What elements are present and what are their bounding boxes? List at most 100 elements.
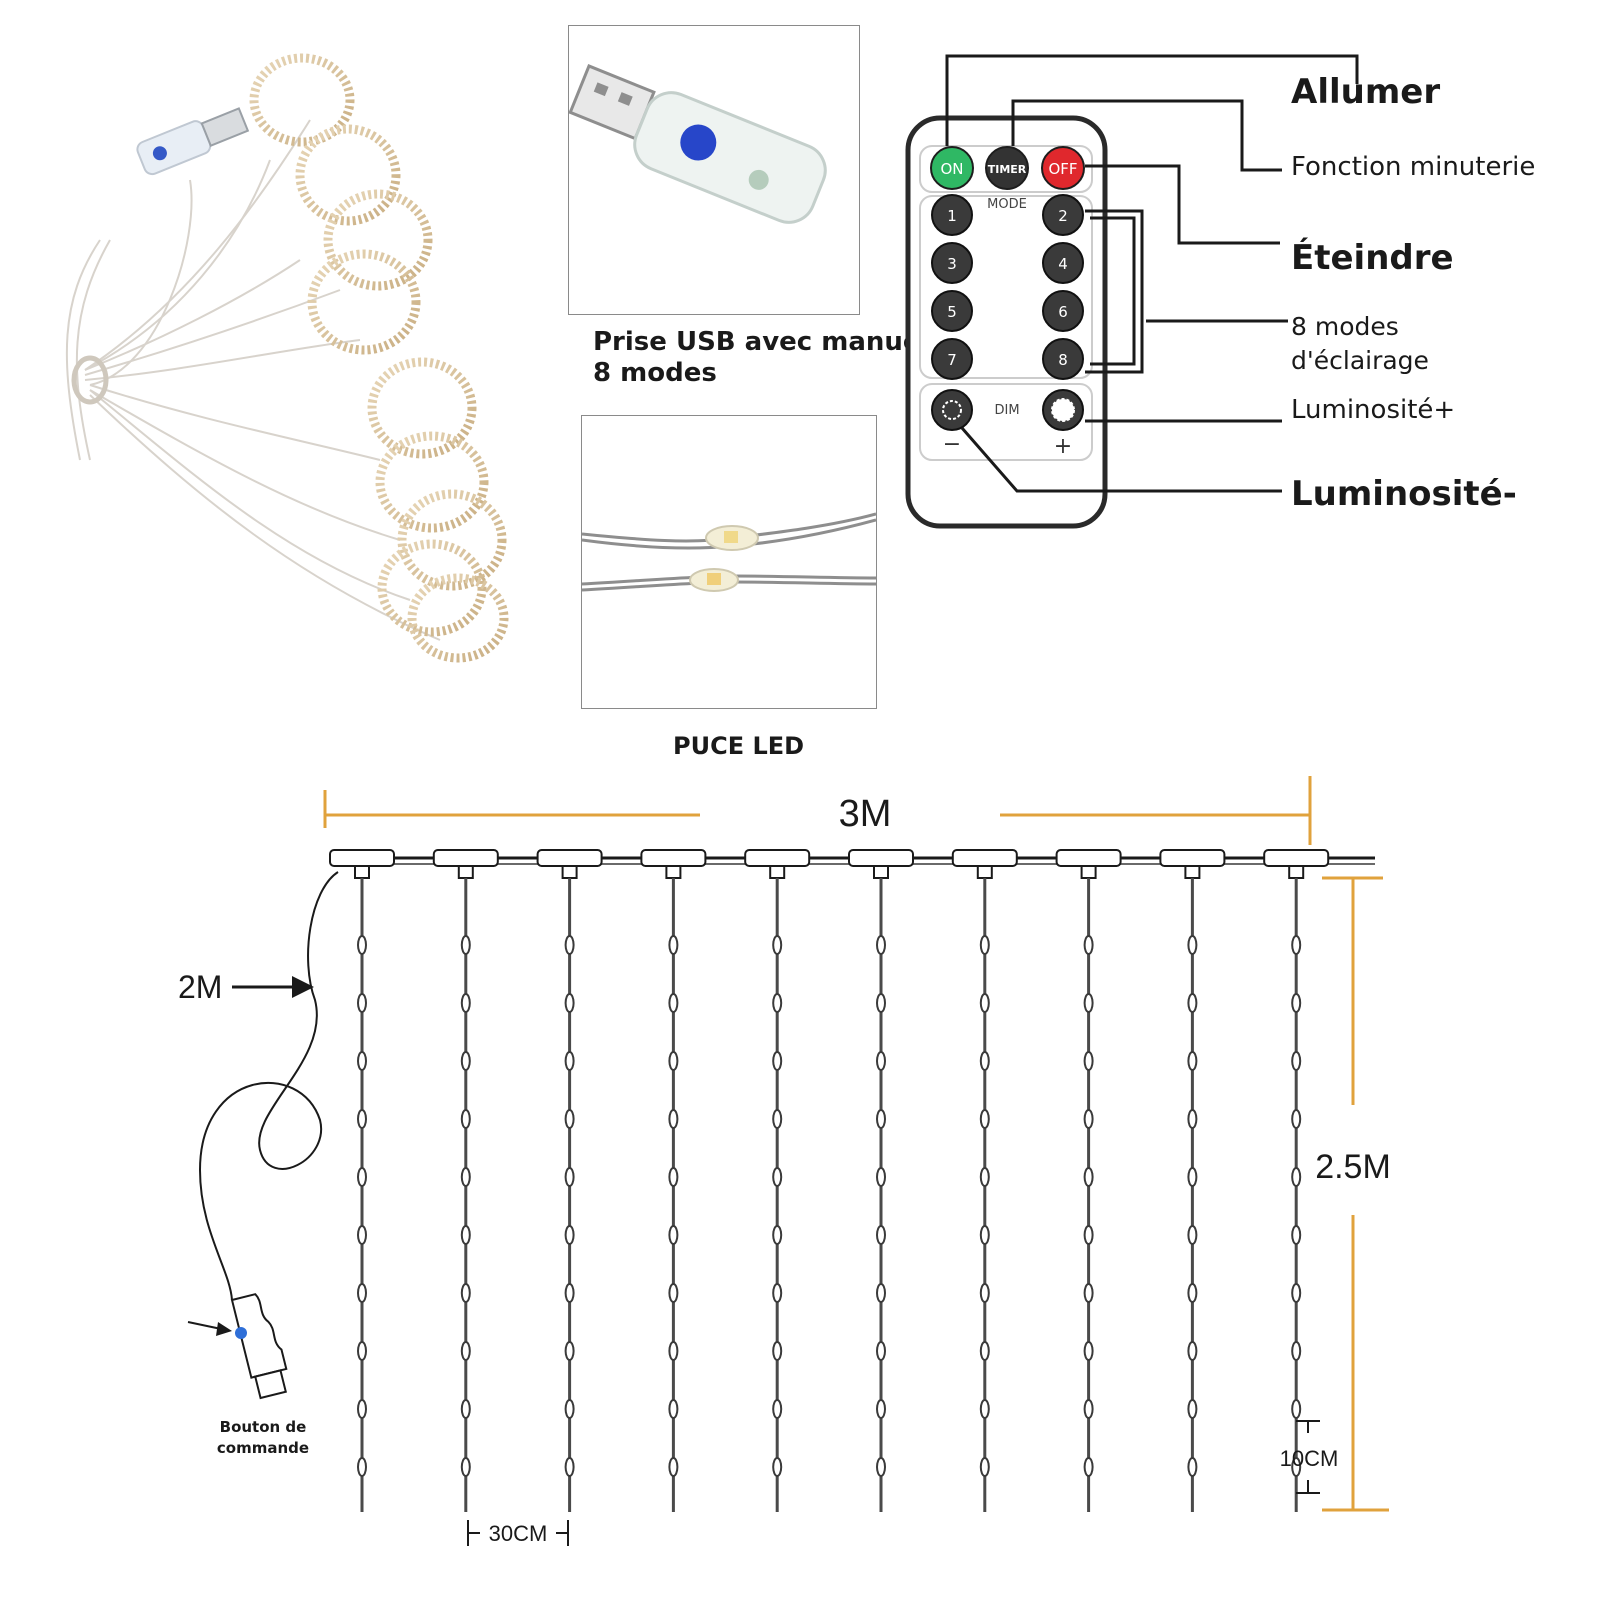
callout-lighting-modes: 8 modes d'éclairage — [1291, 310, 1429, 378]
led-bulb — [876, 1167, 886, 1187]
led-bulb — [876, 1283, 886, 1303]
brightness-down-button[interactable] — [931, 389, 973, 431]
strand-plug — [769, 865, 786, 879]
led-bulb — [668, 1109, 679, 1129]
strand-connector — [432, 849, 499, 867]
led-bulb — [1083, 1399, 1094, 1419]
brightness-down-callout-line — [960, 427, 1282, 493]
led-bulb — [772, 993, 783, 1013]
mode-button-7[interactable] — [931, 338, 973, 380]
led-bulb — [460, 1051, 471, 1071]
led-bulb — [1291, 1225, 1302, 1245]
mode-button-1[interactable] — [931, 194, 973, 236]
led-bulb — [668, 1341, 679, 1361]
led-bulb — [979, 993, 990, 1013]
mode-button-3[interactable] — [931, 242, 973, 284]
led-bulb — [772, 1283, 783, 1303]
strand-plug — [976, 865, 993, 879]
plus-sign: + — [1054, 434, 1072, 459]
on-button[interactable]: ON — [930, 146, 974, 190]
led-bulb — [564, 993, 575, 1013]
led-bulb — [979, 1341, 990, 1361]
led-bulb — [460, 1109, 471, 1129]
strand-connector — [1159, 849, 1226, 867]
callout-lighting-modes-line1: 8 modes — [1291, 312, 1399, 341]
minus-sign: − — [943, 432, 961, 457]
usb-plug-caption-line1: Prise USB avec manuel — [593, 327, 930, 357]
off-button[interactable]: OFF — [1041, 146, 1085, 190]
strand-connector — [536, 849, 603, 867]
usb-plug-icon — [568, 64, 827, 224]
led-bulb — [1083, 1167, 1094, 1187]
led-bulb — [1291, 993, 1302, 1013]
cable-length-label: 2M — [178, 969, 222, 1005]
mode-button-4[interactable] — [1042, 242, 1084, 284]
callout-power-off: Éteindre — [1291, 238, 1454, 278]
led-bulb — [357, 1341, 367, 1361]
timer-callout-line — [1011, 99, 1282, 172]
strand-plug — [354, 865, 370, 879]
strand-connector — [1055, 849, 1122, 867]
led-bulb — [357, 1225, 367, 1245]
led-bulb — [876, 935, 886, 955]
led-bulb — [460, 1225, 471, 1245]
timer-button-label: TIMER — [988, 163, 1027, 176]
mode-number-1: 1 — [947, 207, 957, 225]
bulb-spacing-label: 10CM — [1280, 1446, 1339, 1471]
mode-label: MODE — [987, 197, 1027, 212]
led-bulb — [564, 1399, 575, 1419]
brightness-down-icon — [942, 400, 962, 420]
mode-button-8[interactable] — [1042, 338, 1084, 380]
modes-callout-bracket-inner — [1090, 216, 1136, 366]
led-bulb — [1083, 1341, 1094, 1361]
led-bulb — [1187, 1051, 1198, 1071]
led-chip-caption: PUCE LED — [673, 732, 805, 760]
timer-button[interactable]: TIMER — [985, 146, 1029, 190]
led-bulb — [772, 1109, 783, 1129]
led-bulb — [564, 1341, 575, 1361]
led-bulb — [357, 1457, 367, 1477]
dim-label: DIM — [994, 403, 1019, 418]
led-bulb — [357, 1399, 367, 1419]
mode-button-2[interactable] — [1042, 194, 1084, 236]
led-bulb — [357, 1283, 367, 1303]
mode-button-6[interactable] — [1042, 290, 1084, 332]
power-on-callout-line — [945, 54, 1359, 146]
power-off-callout-line — [1085, 164, 1280, 245]
led-strands — [329, 849, 1330, 1512]
led-bulb — [668, 1167, 679, 1187]
usb-controller-icon — [230, 1293, 288, 1400]
usb-plug-photo-frame — [568, 25, 860, 315]
led-bulb — [357, 1051, 367, 1071]
callout-brightness-up: Luminosité+ — [1291, 395, 1456, 425]
led-bulb — [460, 1457, 471, 1477]
control-button-arrow-icon — [216, 1322, 232, 1336]
width-label: 3M — [839, 793, 892, 835]
strand-spacing-label: 30CM — [489, 1521, 548, 1546]
led-bulb — [564, 1167, 575, 1187]
usb-plug-caption: Prise USB avec manuel 8 modes — [593, 327, 929, 389]
led-bulb — [460, 1341, 471, 1361]
led-bulb — [357, 1109, 367, 1129]
led-bulb — [1187, 935, 1198, 955]
led-bulb — [876, 1109, 886, 1129]
mode-number-2: 2 — [1058, 207, 1068, 225]
led-bulb — [564, 1225, 575, 1245]
brightness-up-button[interactable] — [1042, 389, 1084, 431]
coiled-light-strands-photo — [65, 53, 509, 663]
led-bulb — [772, 1399, 783, 1419]
led-bulb — [668, 1283, 679, 1303]
mode-number-5: 5 — [947, 303, 957, 321]
on-button-label: ON — [940, 160, 963, 178]
strand-plug — [1288, 865, 1305, 879]
mode-number-4: 4 — [1058, 255, 1068, 273]
mode-button-5[interactable] — [931, 290, 973, 332]
led-bulb — [1083, 935, 1094, 955]
control-button-dot[interactable] — [235, 1327, 247, 1339]
led-bulb — [772, 935, 783, 955]
led-bulb — [1291, 1283, 1302, 1303]
strand-plug — [457, 865, 474, 879]
curtain-dimension-diagram: 3M 2.5M 10CM 30CM 2M — [178, 776, 1391, 1546]
led-bulb — [876, 1051, 886, 1071]
led-bulb — [979, 1167, 990, 1187]
